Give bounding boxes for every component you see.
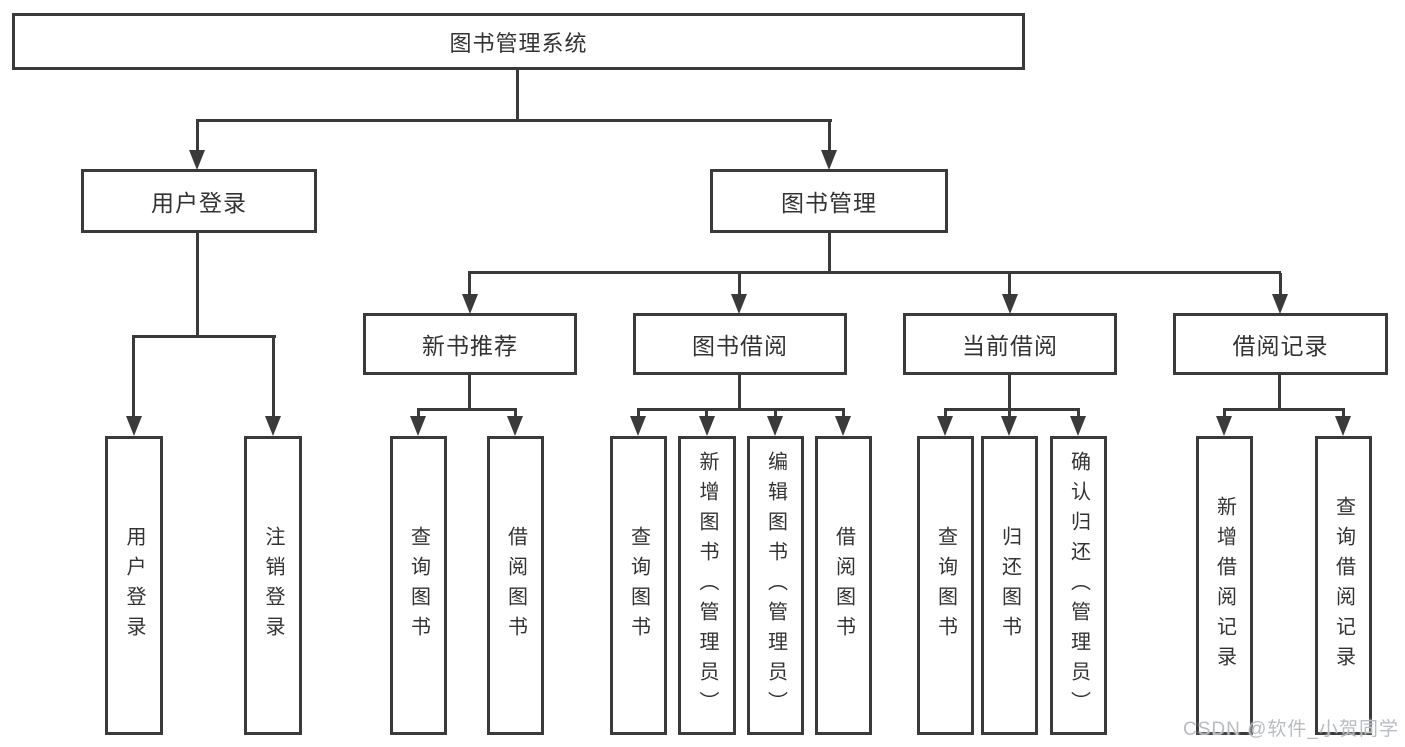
arrow-down-icon <box>767 416 783 436</box>
arrow-down-icon <box>630 416 646 436</box>
connector-line <box>842 410 845 420</box>
node-book-management: 图书管理 <box>710 169 948 233</box>
connector-line <box>272 337 275 420</box>
connector-line <box>705 410 708 420</box>
leaf-add-books-admin: 新增图书（管理员） <box>678 436 736 735</box>
leaf-return-books: 归还图书 <box>981 436 1038 735</box>
arrow-down-icon <box>1216 416 1232 436</box>
leaf-label: 借阅图书 <box>832 525 855 646</box>
node-label: 图书管理 <box>781 190 877 216</box>
connector-line <box>1008 273 1011 298</box>
arrow-down-icon <box>462 294 478 314</box>
leaf-label: 归还图书 <box>998 525 1021 646</box>
connector-line <box>828 233 831 273</box>
arrow-down-icon <box>835 416 851 436</box>
connector-line <box>1223 410 1226 420</box>
connector-line <box>417 410 420 420</box>
connector-line <box>828 121 831 155</box>
leaf-label: 新增借阅记录 <box>1213 495 1236 676</box>
node-new-book-recommend: 新书推荐 <box>363 313 577 375</box>
arrow-down-icon <box>410 416 426 436</box>
connector-line <box>132 335 276 338</box>
connector-line <box>1008 374 1011 410</box>
leaf-add-borrow-record: 新增借阅记录 <box>1196 436 1253 735</box>
node-user-login: 用户登录 <box>81 169 317 233</box>
node-label: 图书管理系统 <box>449 30 588 56</box>
connector-line <box>417 408 517 411</box>
node-label: 当前借阅 <box>962 333 1058 359</box>
connector-line <box>196 119 832 122</box>
leaf-query-books-recommend: 查询图书 <box>390 436 447 735</box>
leaf-label: 查询借阅记录 <box>1332 495 1355 676</box>
leaf-label: 编辑图书（管理员） <box>764 450 787 721</box>
connector-line <box>637 410 640 420</box>
node-label: 图书借阅 <box>692 333 788 359</box>
node-label: 新书推荐 <box>422 333 518 359</box>
connector-line <box>1342 410 1345 420</box>
leaf-label: 注销登录 <box>262 525 284 646</box>
leaf-label: 借阅图书 <box>504 525 527 646</box>
arrow-down-icon <box>731 294 747 314</box>
connector-line <box>1278 374 1281 410</box>
arrow-down-icon <box>126 416 142 436</box>
arrow-down-icon <box>507 416 523 436</box>
node-label: 用户登录 <box>151 190 247 216</box>
connector-line <box>1279 273 1282 298</box>
connector-line <box>468 273 471 298</box>
arrow-down-icon <box>265 416 281 436</box>
leaf-query-borrow-record: 查询借阅记录 <box>1315 436 1372 735</box>
connector-line <box>637 408 845 411</box>
arrow-down-icon <box>937 416 953 436</box>
arrow-down-icon <box>189 150 205 170</box>
leaf-edit-books-admin: 编辑图书（管理员） <box>747 436 804 735</box>
leaf-label: 查询图书 <box>934 525 957 646</box>
leaf-query-books-borrowing: 查询图书 <box>610 436 667 735</box>
connector-line <box>944 408 1080 411</box>
connector-line <box>1223 408 1345 411</box>
connector-line <box>774 410 777 420</box>
leaf-query-books-current: 查询图书 <box>917 436 974 735</box>
connector-line <box>1077 410 1080 420</box>
leaf-label: 查询图书 <box>407 525 430 646</box>
connector-line <box>468 271 1281 274</box>
leaf-user-login: 用户登录 <box>105 436 163 735</box>
connector-line <box>738 273 741 298</box>
node-book-borrowing: 图书借阅 <box>633 313 847 375</box>
connector-line <box>196 121 199 155</box>
connector-line <box>738 374 741 410</box>
node-current-borrowing: 当前借阅 <box>903 313 1117 375</box>
arrow-down-icon <box>821 150 837 170</box>
connector-line <box>944 410 947 420</box>
leaf-borrow-books: 借阅图书 <box>815 436 872 735</box>
leaf-confirm-return-admin: 确认归还（管理员） <box>1050 436 1107 735</box>
arrow-down-icon <box>1272 294 1288 314</box>
node-borrowing-records: 借阅记录 <box>1173 313 1388 375</box>
leaf-borrow-books-recommend: 借阅图书 <box>487 436 544 735</box>
node-library-system: 图书管理系统 <box>12 13 1025 70</box>
leaf-label: 确认归还（管理员） <box>1067 450 1090 721</box>
arrow-down-icon <box>699 416 715 436</box>
arrow-down-icon <box>1001 416 1017 436</box>
csdn-watermark: CSDN @软件_小贺同学 <box>1183 719 1399 740</box>
leaf-logout: 注销登录 <box>244 436 302 735</box>
connector-line <box>196 233 199 337</box>
arrow-down-icon <box>1070 416 1086 436</box>
connector-line <box>468 374 471 410</box>
leaf-label: 用户登录 <box>123 525 145 646</box>
leaf-label: 新增图书（管理员） <box>696 450 718 721</box>
connector-line <box>1008 410 1011 420</box>
connector-line <box>132 337 135 420</box>
leaf-label: 查询图书 <box>627 525 650 646</box>
arrow-down-icon <box>1002 294 1018 314</box>
node-label: 借阅记录 <box>1232 333 1329 359</box>
connector-line <box>516 70 519 121</box>
arrow-down-icon <box>1335 416 1351 436</box>
connector-line <box>514 410 517 420</box>
